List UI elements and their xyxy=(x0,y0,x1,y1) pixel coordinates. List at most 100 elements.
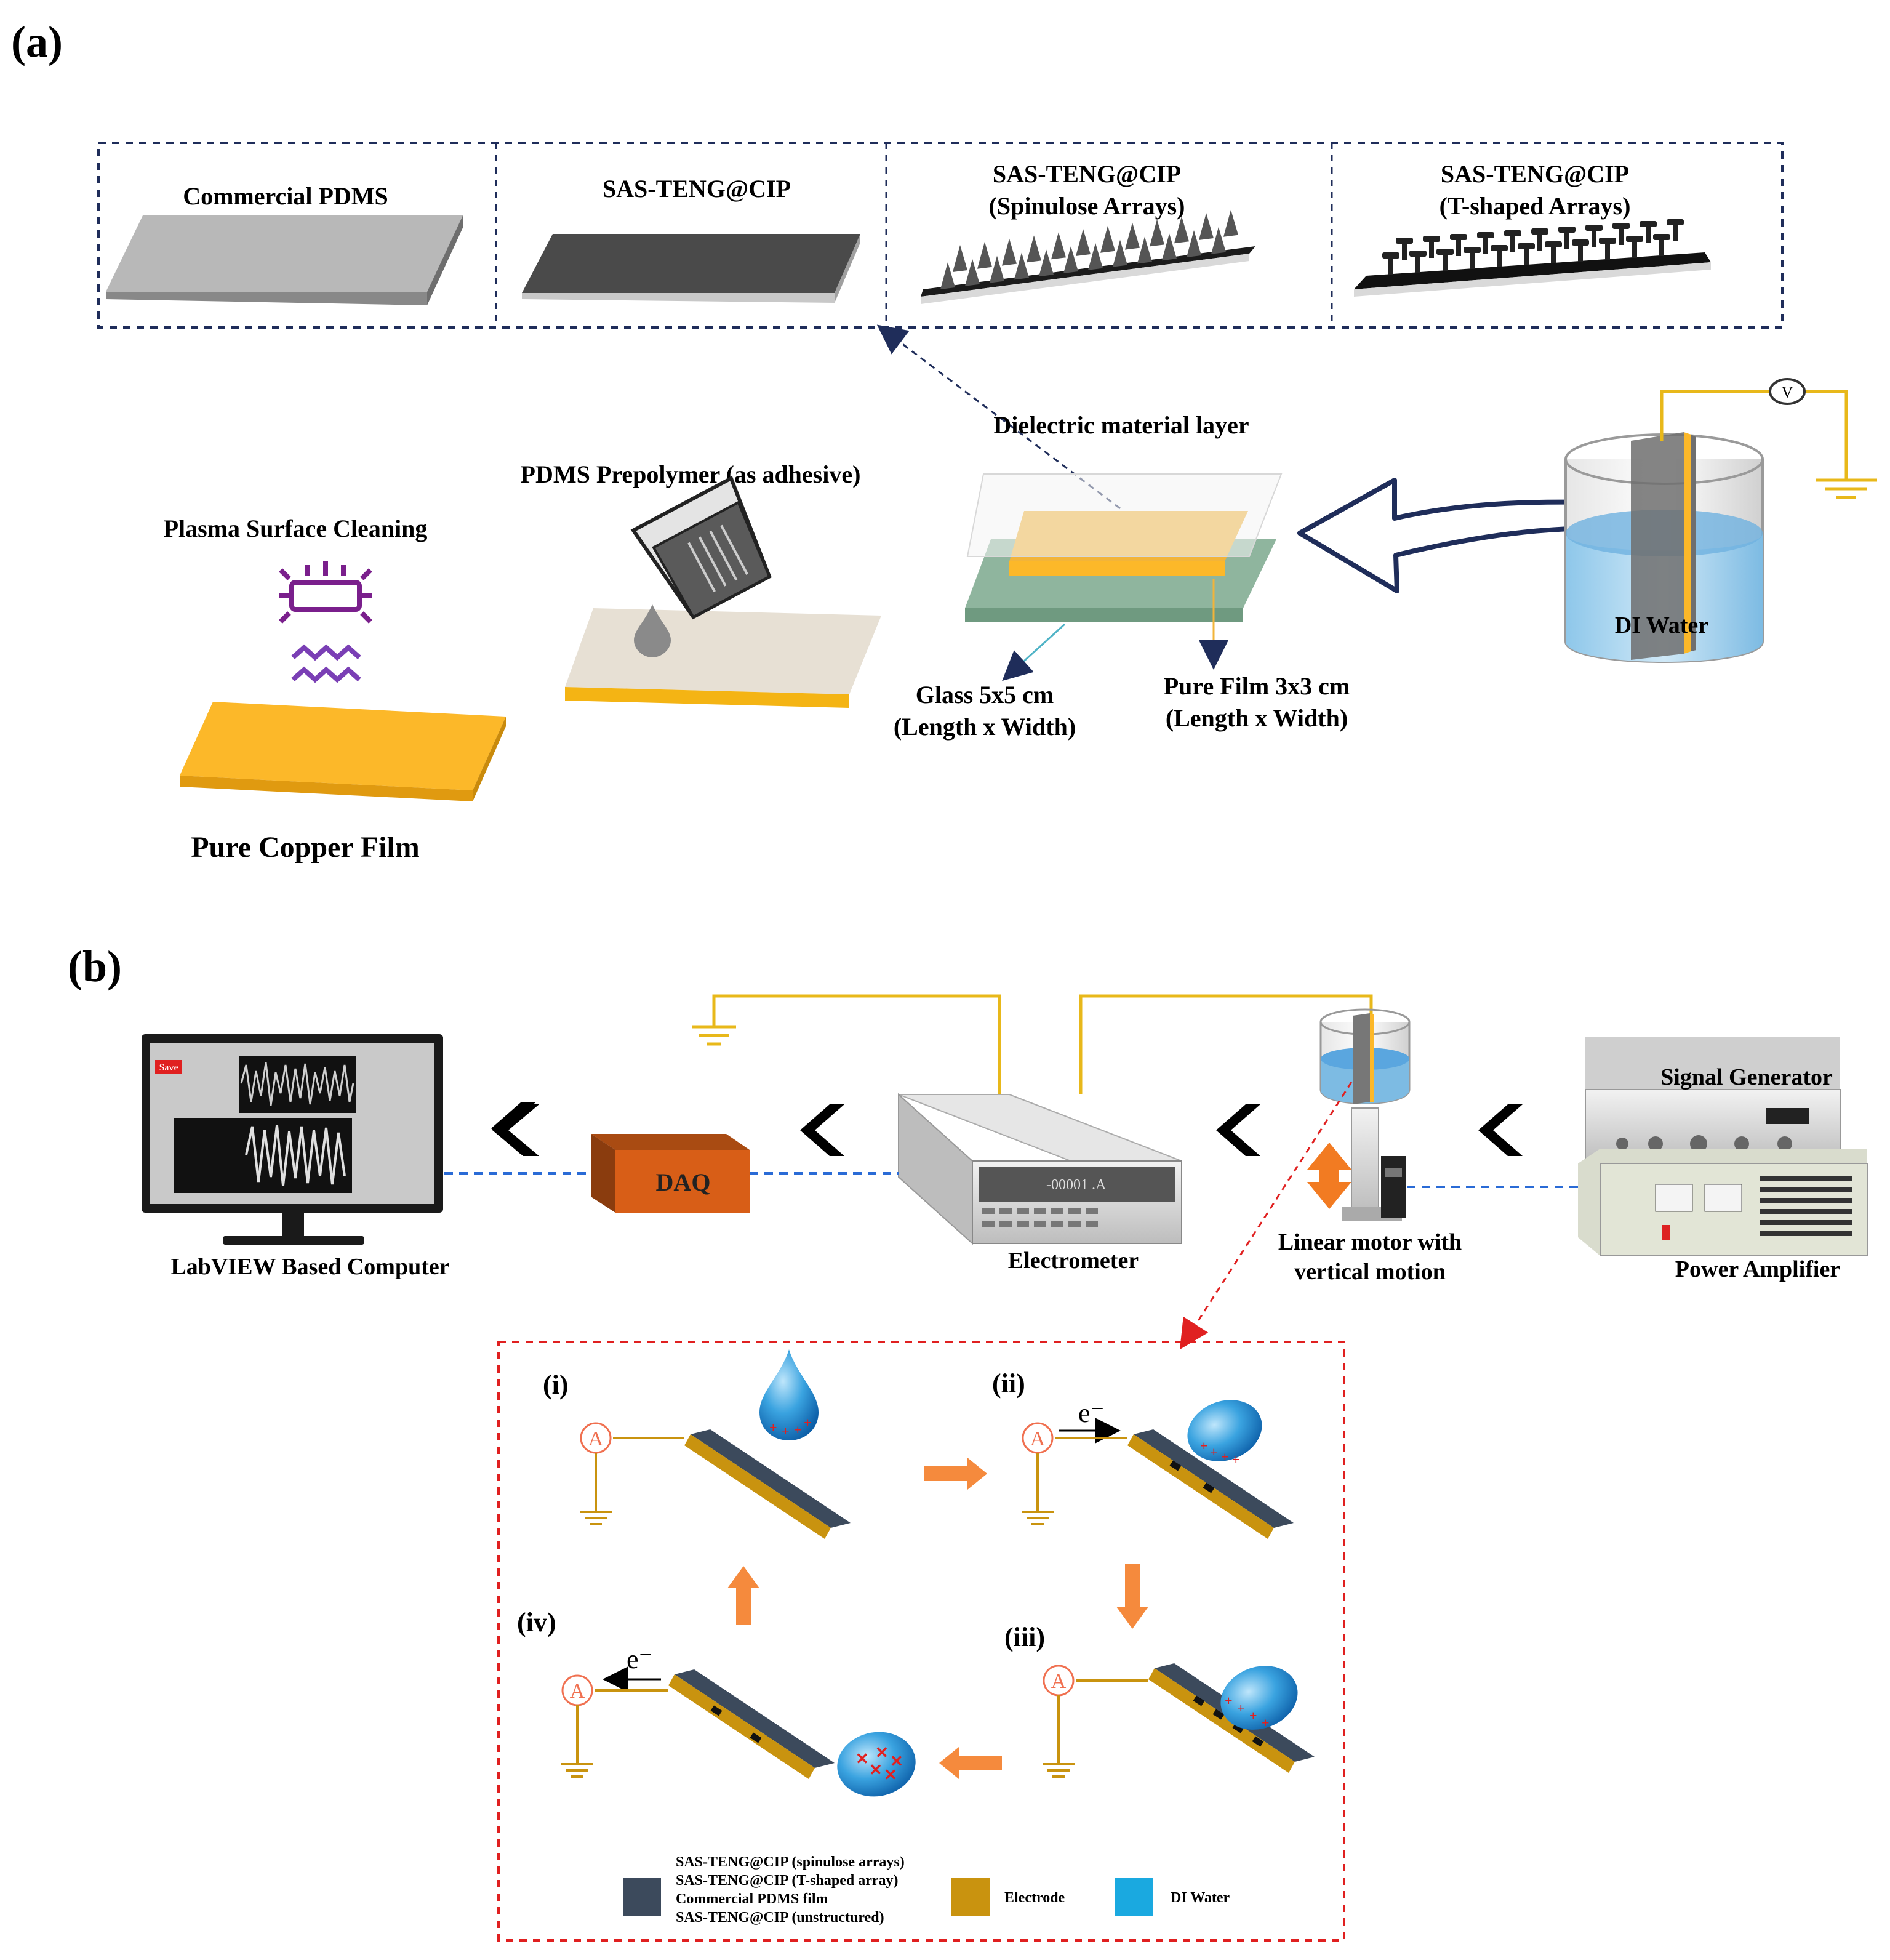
t-shape-mark xyxy=(1423,236,1440,258)
svg-text:+: + xyxy=(1210,1444,1218,1460)
electrometer-label: Electrometer xyxy=(1008,1248,1139,1274)
sample-sub-4: (T-shaped Arrays) xyxy=(1440,192,1631,220)
svg-text:✕: ✕ xyxy=(884,1766,897,1784)
stage-ii-charges: ++++ xyxy=(1200,1438,1240,1467)
save-button-label: Save xyxy=(159,1062,178,1073)
stage-iii-label: (iii) xyxy=(1004,1622,1045,1652)
legend-electrode: Electrode xyxy=(1004,1890,1065,1906)
t-shape-mark xyxy=(1450,234,1467,256)
t-shape-mark xyxy=(1572,239,1589,262)
adhesive-drop-icon xyxy=(634,604,671,657)
spike-mark xyxy=(1174,216,1189,244)
daq-box xyxy=(591,1134,750,1213)
copper-film xyxy=(180,702,506,801)
t-shape-mark xyxy=(1667,219,1684,241)
motor-label-1: Linear motor with xyxy=(1278,1229,1462,1255)
sample-name-4: SAS-TENG@CIP xyxy=(1441,160,1629,188)
t-shape-mark xyxy=(1382,252,1399,275)
spike-mark xyxy=(965,259,980,286)
stage-i-drop xyxy=(759,1349,819,1440)
sample-name-2: SAS-TENG@CIP xyxy=(603,175,791,203)
t-shape-mark xyxy=(1436,249,1454,271)
legend-electrode-swatch xyxy=(951,1878,990,1916)
svg-text:+: + xyxy=(794,1422,802,1437)
flow-chevron-shapes xyxy=(492,1104,539,1156)
spike-mark xyxy=(1162,233,1177,261)
stage-i-charges: ++++ xyxy=(769,1415,812,1439)
dielectric-stack xyxy=(965,473,1283,622)
glass-pointer xyxy=(1002,623,1066,681)
commercial-pdms-slab xyxy=(106,215,463,305)
svg-text:+: + xyxy=(1225,1693,1233,1708)
t-shape-mark xyxy=(1477,232,1494,254)
film-label-1: Pure Film 3x3 cm xyxy=(1164,672,1350,700)
electrometer-wires xyxy=(692,994,1373,1094)
legend: SAS-TENG@CIP (spinulose arrays) SAS-TENG… xyxy=(623,1854,1230,1926)
zoom-pointer xyxy=(1180,1082,1353,1350)
plasma-label: Plasma Surface Cleaning xyxy=(164,515,428,542)
svg-text:+: + xyxy=(1237,1700,1245,1716)
stage-ii-circuit: A xyxy=(1022,1422,1127,1525)
sample-types-box xyxy=(97,142,1784,329)
stage-i-ammeter: A xyxy=(588,1428,604,1450)
stage-i-circuit: A xyxy=(580,1422,684,1525)
legend-dielectric-2: SAS-TENG@CIP (T-shaped array) xyxy=(676,1873,899,1889)
panel-b-label: (b) xyxy=(68,942,122,991)
svg-text:+: + xyxy=(1232,1452,1240,1467)
stage-i-device xyxy=(684,1429,851,1539)
spike-mark xyxy=(1137,236,1152,264)
film-label-2: (Length x Width) xyxy=(1166,704,1348,732)
stage-ii-electron: e⁻ xyxy=(1078,1398,1105,1428)
stage-iv-circuit: A xyxy=(561,1674,668,1778)
spike-mark xyxy=(1211,227,1226,254)
stage-iv-label: (iv) xyxy=(517,1607,556,1637)
spike-mark xyxy=(1100,225,1115,253)
spinulose-array-slab xyxy=(921,209,1255,304)
t-shape-mark xyxy=(1653,234,1670,256)
plasma-lamp-icon xyxy=(279,561,372,624)
spike-mark xyxy=(1076,229,1091,256)
computer-label: LabVIEW Based Computer xyxy=(170,1254,449,1280)
svg-text:✕: ✕ xyxy=(869,1761,883,1779)
sample-sub-3: (Spinulose Arrays) xyxy=(989,192,1185,220)
t-shape-mark xyxy=(1518,243,1535,265)
panel-a-label: (a) xyxy=(11,17,63,66)
legend-dielectric-swatch xyxy=(623,1878,661,1916)
legend-water-swatch xyxy=(1115,1878,1153,1916)
spike-mark xyxy=(1051,232,1066,260)
computer-monitor: Save xyxy=(142,1034,443,1245)
voltmeter-circuit: V xyxy=(1660,378,1877,499)
svg-text:+: + xyxy=(782,1423,790,1439)
t-shape-mark xyxy=(1531,228,1548,251)
t-shape-mark xyxy=(1396,238,1413,260)
water-beaker xyxy=(1564,432,1764,663)
spike-mark xyxy=(1223,209,1238,237)
motor-beaker xyxy=(1319,1008,1411,1104)
spike-mark xyxy=(977,241,992,269)
voltmeter-symbol: V xyxy=(1782,384,1793,401)
power-amplifier xyxy=(1578,1149,1868,1256)
spike-mark xyxy=(1014,252,1029,280)
spike-mark xyxy=(1002,238,1017,266)
stage-i-label: (i) xyxy=(543,1370,569,1400)
svg-text:+: + xyxy=(804,1415,812,1430)
hollow-arrow-icon xyxy=(1297,478,1633,593)
t-shape-mark xyxy=(1599,238,1616,260)
t-shape-mark xyxy=(1491,245,1508,267)
t-shape-mark xyxy=(1640,221,1657,243)
signal-generator xyxy=(1585,1037,1841,1164)
glass-label-1: Glass 5x5 cm xyxy=(916,681,1054,709)
spike-mark xyxy=(1187,230,1201,257)
stage-iii-charges: ++++ xyxy=(1225,1693,1270,1730)
prepolymer-label: PDMS Prepolymer (as adhesive) xyxy=(521,460,861,488)
t-shape-mark xyxy=(1558,227,1576,249)
legend-dielectric-3: Commercial PDMS film xyxy=(676,1891,828,1907)
sas-teng-film-slab xyxy=(522,234,860,303)
beaker-icon xyxy=(630,475,772,620)
stage-ii-label: (ii) xyxy=(992,1368,1025,1399)
stage-iv-charges: ✕✕✕✕✕ xyxy=(855,1744,903,1784)
stage-ii-drop xyxy=(1187,1400,1262,1461)
svg-text:+: + xyxy=(1221,1449,1229,1464)
stage-iv-electron: e⁻ xyxy=(627,1644,653,1674)
